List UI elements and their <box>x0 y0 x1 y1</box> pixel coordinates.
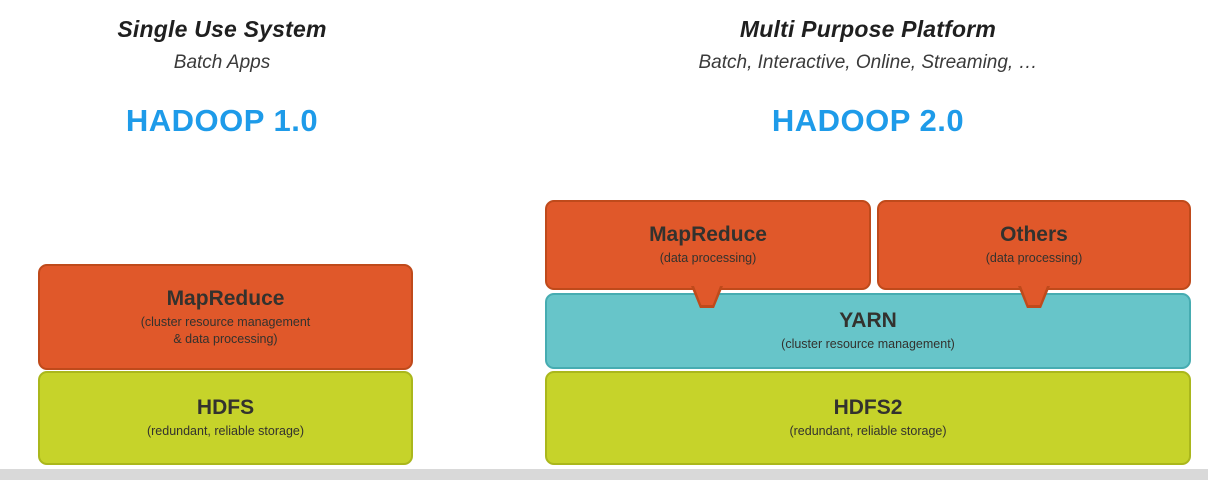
hadoop1-system-title: Single Use System <box>117 16 327 42</box>
hadoop2-others-box: Others (data processing) <box>877 200 1191 290</box>
hadoop1-column-header: Single Use System Batch Apps <box>20 16 424 74</box>
hadoop1-system-subtitle: Batch Apps <box>173 52 271 73</box>
mapreduce-yarn-connector-notch <box>691 286 723 308</box>
others-yarn-connector-notch-fill <box>1021 286 1047 305</box>
hadoop2-mapreduce-subtitle: (data processing) <box>659 251 757 266</box>
hadoop1-hdfs-title: HDFS <box>196 396 255 420</box>
hadoop1-hdfs-subtitle: (redundant, reliable storage) <box>146 424 305 439</box>
hadoop2-hdfs2-box: HDFS2 (redundant, reliable storage) <box>545 371 1191 465</box>
hadoop2-yarn-box: YARN (cluster resource management) <box>545 293 1191 369</box>
hadoop2-mapreduce-title: MapReduce <box>649 223 767 247</box>
hadoop2-system-title: Multi Purpose Platform <box>739 16 997 42</box>
hadoop1-hdfs-box: HDFS (redundant, reliable storage) <box>38 371 413 465</box>
hadoop1-version-label: HADOOP 1.0 <box>125 103 319 138</box>
hadoop2-system-subtitle: Batch, Interactive, Online, Streaming, … <box>698 52 1038 73</box>
hadoop2-yarn-subtitle: (cluster resource management) <box>781 337 955 352</box>
hadoop2-hdfs2-subtitle: (redundant, reliable storage) <box>789 424 947 439</box>
others-yarn-connector-notch <box>1018 286 1050 308</box>
hadoop2-others-title: Others <box>1000 223 1068 247</box>
hadoop2-yarn-title: YARN <box>839 309 897 333</box>
bottom-strip <box>0 469 1208 480</box>
hadoop2-others-subtitle: (data processing) <box>985 251 1083 266</box>
mapreduce-yarn-connector-notch-fill <box>694 286 720 305</box>
hadoop1-mapreduce-box: MapReduce (cluster resource management &… <box>38 264 413 370</box>
hadoop2-hdfs2-title: HDFS2 <box>833 396 903 420</box>
hadoop2-version-label: HADOOP 2.0 <box>771 103 965 138</box>
hadoop1-mapreduce-title: MapReduce <box>166 287 285 311</box>
hadoop2-mapreduce-box: MapReduce (data processing) <box>545 200 871 290</box>
hadoop1-mapreduce-subtitle: (cluster resource management & data proc… <box>140 315 311 346</box>
hadoop2-column-header: Multi Purpose Platform Batch, Interactiv… <box>545 16 1191 74</box>
